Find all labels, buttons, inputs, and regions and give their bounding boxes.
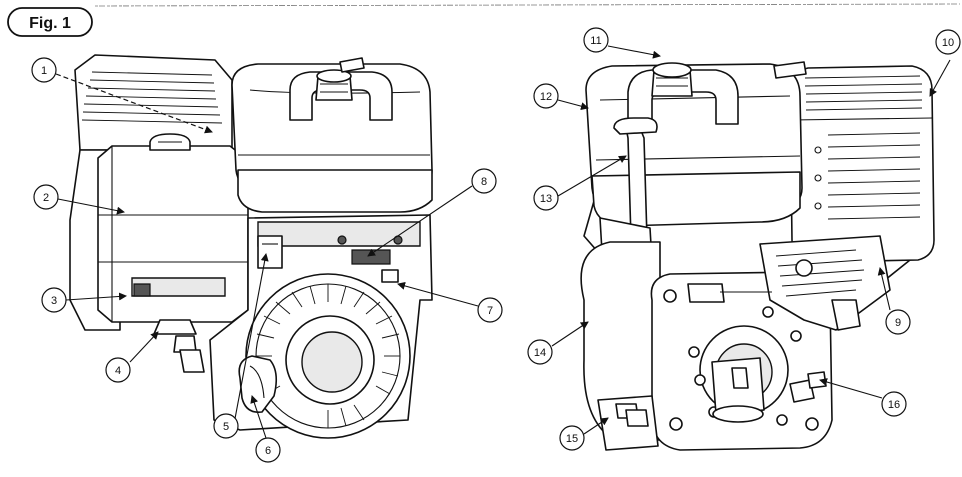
- callout-number: 10: [942, 37, 954, 49]
- callout-number: 13: [540, 193, 552, 205]
- callout-number: 7: [487, 305, 493, 317]
- callout-5: 5: [213, 413, 239, 439]
- callout-14: 14: [527, 339, 553, 365]
- callout-number: 8: [481, 176, 487, 188]
- figure-label: Fig. 1: [7, 7, 93, 37]
- callout-15: 15: [559, 425, 585, 451]
- callout-9: 9: [885, 309, 911, 335]
- callout-7: 7: [477, 297, 503, 323]
- callout-4: 4: [105, 357, 131, 383]
- callout-16: 16: [881, 391, 907, 417]
- leader-lines: [55, 45, 951, 439]
- callout-6: 6: [255, 437, 281, 463]
- callout-11: 11: [583, 27, 609, 53]
- callout-number: 11: [590, 35, 601, 47]
- callout-number: 14: [534, 347, 546, 359]
- engine-rear-view: [580, 61, 935, 451]
- callout-10: 10: [935, 29, 961, 55]
- callout-12: 12: [533, 83, 559, 109]
- callout-number: 15: [566, 433, 578, 445]
- callout-number: 6: [265, 445, 271, 457]
- callout-number: 1: [41, 65, 47, 77]
- callout-1: 1: [31, 57, 57, 83]
- callout-number: 12: [540, 91, 552, 103]
- figure-label-text: Fig. 1: [29, 15, 71, 32]
- callout-number: 3: [51, 295, 57, 307]
- callout-number: 9: [895, 317, 901, 329]
- callout-number: 16: [888, 399, 900, 411]
- callout-number: 4: [115, 365, 121, 377]
- callout-2: 2: [33, 184, 59, 210]
- callout-8: 8: [471, 168, 497, 194]
- callout-number: 2: [43, 192, 49, 204]
- callout-13: 13: [533, 185, 559, 211]
- callout-3: 3: [41, 287, 67, 313]
- page-top-edge: [94, 3, 961, 7]
- callout-number: 5: [223, 421, 229, 433]
- engine-front-view: [69, 54, 433, 439]
